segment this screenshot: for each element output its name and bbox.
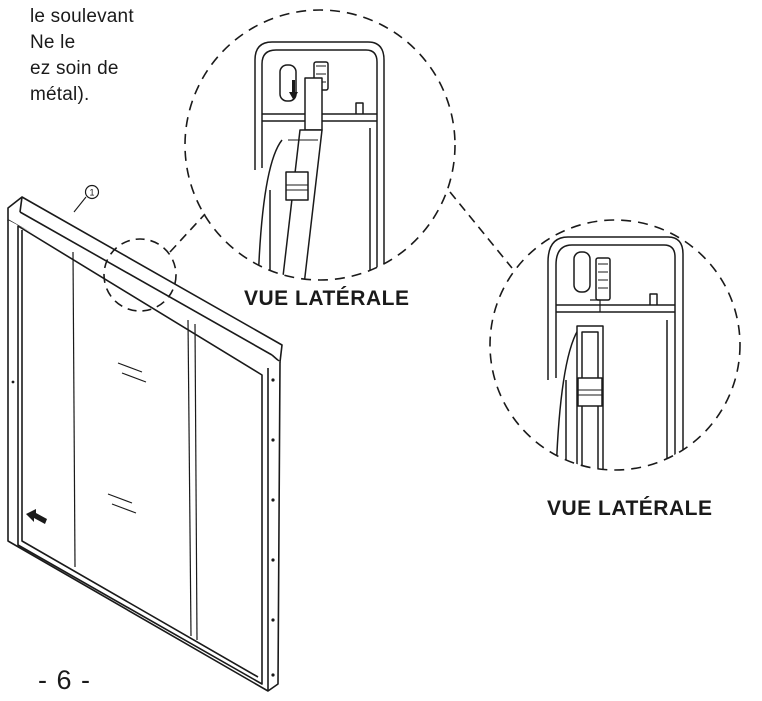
door-panel — [7, 196, 283, 692]
instruction-line: métal). — [30, 84, 90, 105]
side-view-detail-raised — [184, 9, 456, 281]
instruction-text: le soulevant Ne le ez soin de métal). — [30, 4, 330, 108]
detail-marker — [103, 238, 177, 312]
instruction-line: Ne le — [30, 32, 76, 53]
side-view-label-top: VUE LATÉRALE — [244, 287, 410, 310]
callout-number: 1 — [89, 188, 94, 198]
down-arrow-icon — [289, 80, 298, 100]
instruction-line: ez soin de — [30, 58, 119, 79]
direction-arrow-icon — [26, 509, 47, 524]
callout-circle — [84, 184, 100, 200]
side-view-detail-installed — [489, 219, 741, 471]
instruction-line: le soulevant — [30, 6, 134, 27]
side-view-label-bottom: VUE LATÉRALE — [547, 497, 713, 520]
page-number: - 6 - — [38, 665, 92, 695]
inner-frame — [17, 225, 263, 685]
